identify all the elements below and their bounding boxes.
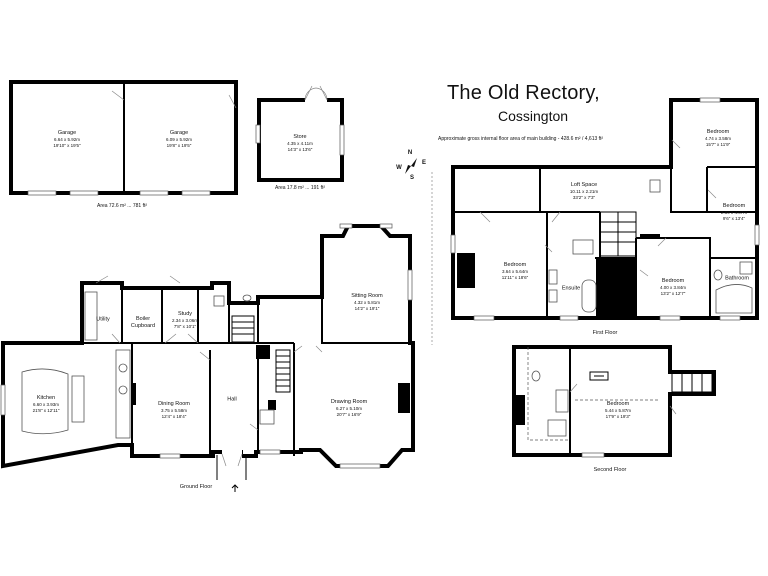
ground-floor-label: Ground Floor	[179, 484, 213, 490]
ground-floor-plan	[0, 223, 415, 492]
compass-east-label: E	[421, 160, 427, 166]
room-label-hall: Hall	[227, 396, 237, 403]
garage-area-label: Area 72.6 m² ... 781 ft²	[96, 203, 148, 209]
store-area-label: Area 17.8 m² ... 191 ft²	[274, 185, 326, 191]
first-floor-label: First Floor	[592, 330, 618, 336]
garage-building	[9, 80, 238, 196]
compass-south-label: S	[409, 175, 415, 181]
compass-north-label: N	[407, 150, 413, 156]
page-title: The Old Rectory,	[447, 82, 600, 104]
room-label-utility: Utility	[96, 316, 110, 323]
first-floor-plan	[450, 97, 760, 321]
second-floor-plan	[512, 345, 716, 458]
store-building	[255, 85, 345, 182]
room-label-bathroom: Bathroom	[725, 275, 749, 282]
page-subtitle: Cossington	[498, 108, 569, 124]
second-floor-label: Second Floor	[593, 467, 627, 473]
room-label-ensuite: Ensuite	[561, 285, 581, 292]
compass-west-label: W	[396, 165, 402, 171]
gross-area-note: Approximate gross internal floor area of…	[438, 136, 604, 142]
compass-icon	[405, 158, 417, 174]
